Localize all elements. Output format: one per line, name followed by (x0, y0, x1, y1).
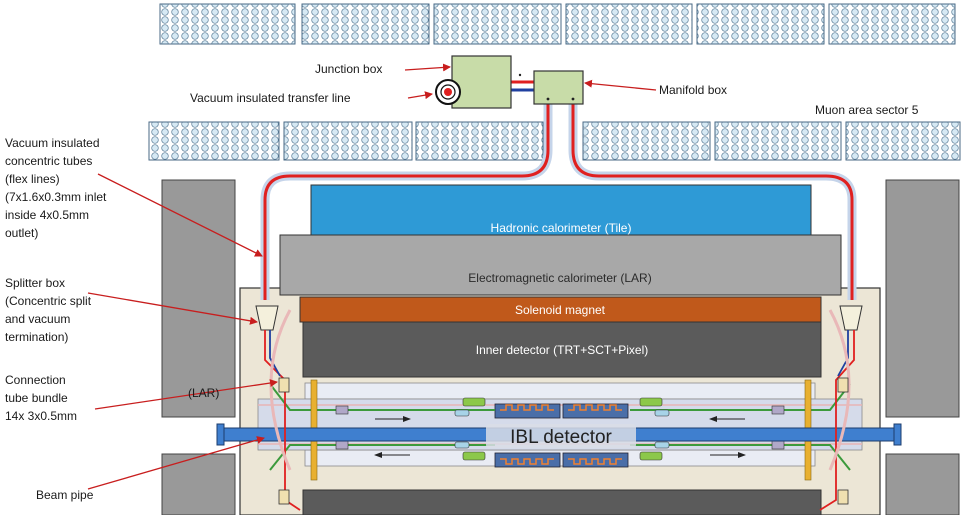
flex-lines-line-3: (flex lines) (5, 172, 106, 187)
right-upper-block (886, 180, 959, 417)
flex-lines-line-5: inside 4x0.5mm (5, 208, 106, 223)
muon-chambers-top (160, 4, 955, 44)
splitter-line-2: (Concentric split (5, 294, 91, 309)
connector-right-top (838, 378, 848, 392)
flex-lines-line-1: Vacuum insulated (5, 136, 106, 151)
splitter-box-label: Splitter box (Concentric split and vacuu… (5, 276, 91, 345)
solenoid-label: Solenoid magnet (515, 303, 606, 317)
splitter-line-1: Splitter box (5, 276, 91, 291)
electromagnetic-calorimeter (280, 235, 841, 295)
flex-lines-line-6: outlet) (5, 226, 106, 241)
junction-box-label: Junction box (315, 62, 382, 77)
junction-assembly (436, 56, 583, 108)
splitter-line-4: termination) (5, 330, 91, 345)
flex-lines-line-2: concentric tubes (5, 154, 106, 169)
manifold-box-label: Manifold box (659, 83, 727, 98)
electromagnetic-label: Electromagnetic calorimeter (LAR) (468, 271, 651, 285)
connector-left-top (279, 378, 289, 392)
transfer-line-label: Vacuum insulated transfer line (190, 91, 351, 106)
inner-detector-label: Inner detector (TRT+SCT+Pixel) (476, 343, 649, 357)
hadronic-label: Hadronic calorimeter (Tile) (491, 221, 632, 235)
right-lower-block (886, 454, 959, 515)
junction-box (452, 56, 511, 108)
left-upper-block (162, 180, 235, 417)
muon-chambers-middle (149, 122, 960, 160)
connection-line-3: 14x 3x0.5mm (5, 409, 77, 424)
lower-inner-detector (303, 490, 821, 515)
flex-lines-label: Vacuum insulated concentric tubes (flex … (5, 136, 106, 241)
connector-right-bottom (838, 490, 848, 504)
splitter-line-3: and vacuum (5, 312, 91, 327)
ibl-label: IBL detector (510, 427, 612, 448)
connector-left-bottom (279, 490, 289, 504)
connection-line-2: tube bundle (5, 391, 77, 406)
flex-lines-line-4: (7x1.6x0.3mm inlet (5, 190, 106, 205)
manifold-box (534, 71, 583, 104)
connection-line-1: Connection (5, 373, 77, 388)
muon-area-label: Muon area sector 5 (815, 103, 918, 118)
connection-tube-label: Connection tube bundle 14x 3x0.5mm (5, 373, 77, 424)
beam-pipe-label: Beam pipe (36, 488, 93, 503)
lar-side-label: (LAR) (188, 386, 219, 401)
left-lower-block (162, 454, 235, 515)
